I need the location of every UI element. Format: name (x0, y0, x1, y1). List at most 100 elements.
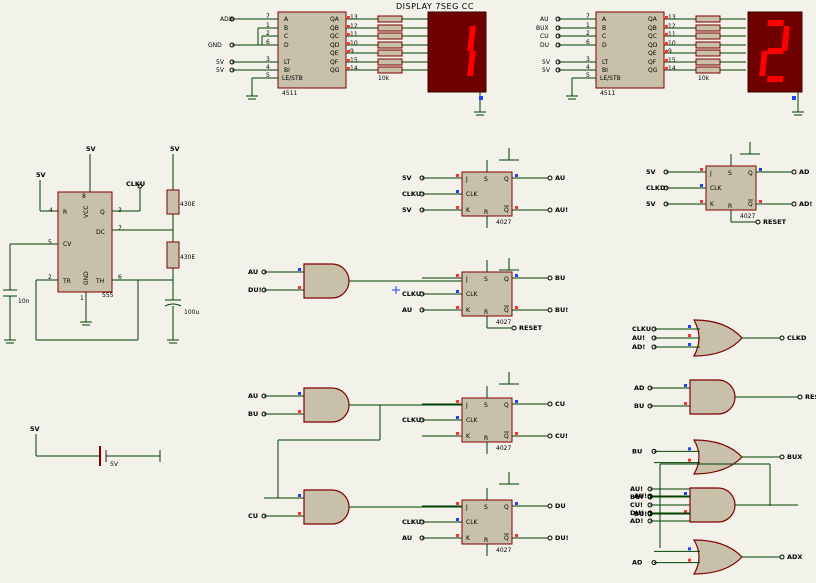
and-gate-reset[interactable]: ADBURESET (634, 379, 816, 415)
ff-input-label: CLKD (646, 184, 666, 192)
svg-text:5: 5 (266, 72, 270, 79)
ff-input-label: AU (402, 306, 412, 314)
ff-input-label: CLKU (402, 190, 421, 198)
svg-text:430E: 430E (180, 201, 195, 208)
svg-text:BI: BI (602, 67, 608, 74)
segment (467, 51, 476, 76)
segment (781, 26, 790, 51)
svg-text:3: 3 (266, 56, 270, 63)
svg-text:LT: LT (602, 59, 609, 66)
timer-555[interactable]: 5V 5V 5V R Q DC CV TR TH VCC GND 555 4 3… (3, 145, 199, 344)
ff-output-label: AD (799, 168, 810, 176)
battery-5v[interactable]: 5V 5V (30, 425, 161, 468)
svg-text:B: B (284, 25, 288, 32)
svg-text:R: R (484, 435, 488, 442)
svg-text:5V: 5V (36, 171, 46, 179)
svg-text:2: 2 (266, 30, 270, 37)
svg-text:5V: 5V (170, 145, 180, 153)
svg-text:Q: Q (504, 276, 509, 283)
svg-text:4511: 4511 (600, 90, 615, 97)
svg-text:K: K (466, 307, 471, 314)
svg-text:DC: DC (96, 229, 105, 236)
ff-output-label: AD! (799, 200, 812, 208)
svg-text:4027: 4027 (496, 445, 511, 452)
ff-output-label: AU (555, 174, 565, 182)
decoder-out-label: QG (648, 67, 658, 74)
svg-text:CLK: CLK (710, 185, 723, 192)
svg-text:8: 8 (82, 193, 86, 200)
svg-text:K: K (466, 207, 471, 214)
decoder-out-label: QF (648, 59, 657, 66)
svg-text:6: 6 (118, 274, 122, 281)
svg-text:J: J (465, 276, 468, 283)
svg-text:4027: 4027 (496, 219, 511, 226)
svg-text:S: S (484, 176, 488, 183)
decoder-out-num: 15 (668, 57, 676, 64)
ff-input-label: AU (402, 534, 412, 542)
decoder-out-label: QD (330, 42, 340, 49)
svg-text:CLK: CLK (466, 191, 479, 198)
svg-text:5V: 5V (542, 59, 551, 66)
gate-input-label: AD (634, 384, 645, 392)
decoder-left[interactable]: DISPLAY 7SEG CC ADX GND 5V 5V A B C D LT… (208, 2, 474, 100)
svg-text:D: D (602, 42, 607, 49)
svg-text:AU: AU (540, 16, 549, 23)
gate-input-label: BU (632, 447, 642, 455)
decoder-out-num: 13 (668, 14, 676, 21)
svg-text:10n: 10n (18, 298, 30, 305)
ff-input-label: CLKU (402, 518, 421, 526)
svg-text:4027: 4027 (496, 319, 511, 326)
svg-text:100u: 100u (184, 309, 199, 316)
segment (767, 48, 784, 54)
svg-text:1: 1 (80, 295, 84, 302)
decoder-out-label: QC (330, 33, 339, 40)
svg-text:4: 4 (49, 207, 53, 214)
svg-text:CLK: CLK (466, 291, 479, 298)
gate-input-label: CU! (630, 501, 643, 509)
decoder-left-in-adx: ADX (220, 16, 233, 23)
svg-text:K: K (466, 535, 471, 542)
gate-input-label: AD! (632, 343, 645, 351)
ff-output-label: AU! (555, 206, 568, 214)
decoder-left-part: 4511 (282, 90, 297, 97)
svg-text:430E: 430E (180, 254, 195, 261)
decoder-out-label: QA (330, 16, 340, 23)
reset-label: RESET (519, 324, 543, 332)
svg-text:R: R (63, 209, 67, 216)
or-gate-bux[interactable]: BU BUX (632, 439, 802, 475)
ff-input-label: 5V (402, 206, 412, 214)
svg-text:TR: TR (62, 278, 71, 285)
svg-text:BI: BI (284, 67, 290, 74)
seven-seg-right (747, 11, 804, 116)
decoder-out-num: 11 (350, 31, 358, 38)
svg-text:4027: 4027 (496, 547, 511, 554)
svg-text:5V: 5V (30, 425, 40, 433)
ff-output-label: DU (555, 502, 566, 510)
svg-text:DU: DU (540, 42, 549, 49)
ff-input-label: 5V (646, 200, 656, 208)
gate-input-label: CLKU (632, 325, 651, 333)
svg-text:J: J (709, 170, 712, 177)
gate-output-label: BUX (787, 453, 802, 461)
svg-text:4027: 4027 (740, 213, 755, 220)
gate-input-label: DU! (630, 509, 644, 517)
svg-text:4: 4 (266, 64, 270, 71)
decoder-left-resistor: 10k (378, 75, 390, 82)
ff-output-label: CU! (555, 432, 568, 440)
decoder-out-label: QB (330, 25, 339, 32)
svg-text:Q: Q (504, 433, 509, 440)
svg-text:Q: Q (504, 207, 509, 214)
svg-text:C: C (602, 33, 606, 40)
decoder-out-label: QD (648, 42, 658, 49)
decoder-left-in-gnd: GND (208, 42, 222, 49)
svg-text:TH: TH (95, 278, 104, 285)
decoder-right[interactable]: AU BUX CU DU 5V 5V A B C D LT BI LE/STB … (536, 11, 746, 100)
